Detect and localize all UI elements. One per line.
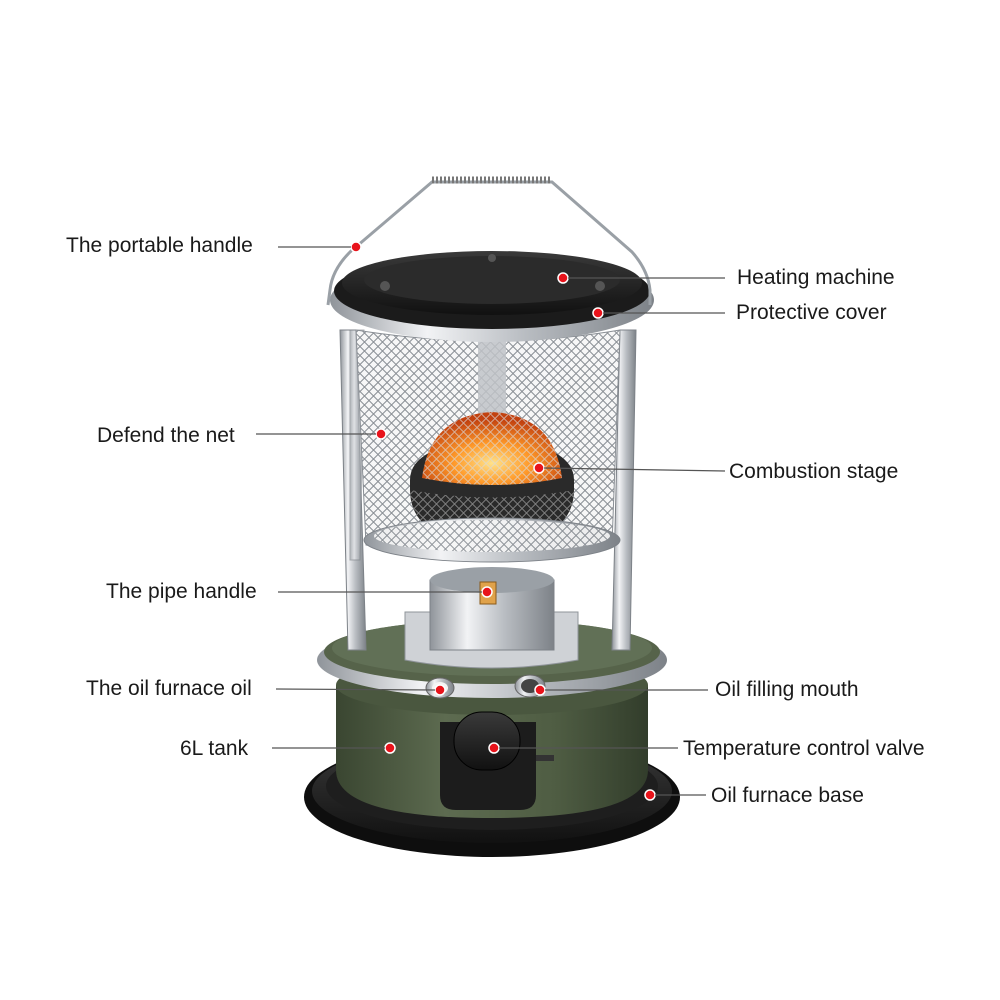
marker-temperature-valve <box>488 742 500 754</box>
label-pipe-handle: The pipe handle <box>106 580 257 603</box>
marker-portable-handle <box>350 241 362 253</box>
portable-handle <box>326 176 652 306</box>
temperature-knob <box>440 711 554 810</box>
label-defend-net: Defend the net <box>97 424 235 447</box>
leader-lines <box>256 246 726 796</box>
marker-protective-cover <box>592 307 604 319</box>
label-oil-furnace-oil: The oil furnace oil <box>86 677 252 700</box>
marker-heating-machine <box>557 272 569 284</box>
label-protective-cover: Protective cover <box>736 301 887 324</box>
label-furnace-base: Oil furnace base <box>711 784 864 807</box>
label-heating-machine: Heating machine <box>737 266 895 289</box>
chamber-tray <box>363 517 621 563</box>
leader-oil-furnace-oil <box>275 688 436 691</box>
marker-oil-filling-mouth <box>534 684 546 696</box>
top-cover <box>330 251 654 342</box>
marker-defend-net <box>375 428 387 440</box>
label-oil-filling-mouth: Oil filling mouth <box>715 678 859 701</box>
marker-combustion-stage <box>533 462 545 474</box>
marker-oil-furnace-oil <box>434 684 446 696</box>
burner-plate <box>404 567 579 669</box>
label-combustion-stage: Combustion stage <box>729 460 899 483</box>
marker-tank <box>384 742 396 754</box>
label-tank: 6L tank <box>180 737 249 760</box>
chrome-frame <box>339 329 637 651</box>
label-portable-handle: The portable handle <box>66 234 253 257</box>
label-temperature-valve: Temperature control valve <box>683 737 925 760</box>
marker-pipe-handle <box>481 586 493 598</box>
leader-combustion-stage <box>543 467 726 472</box>
marker-furnace-base <box>644 789 656 801</box>
